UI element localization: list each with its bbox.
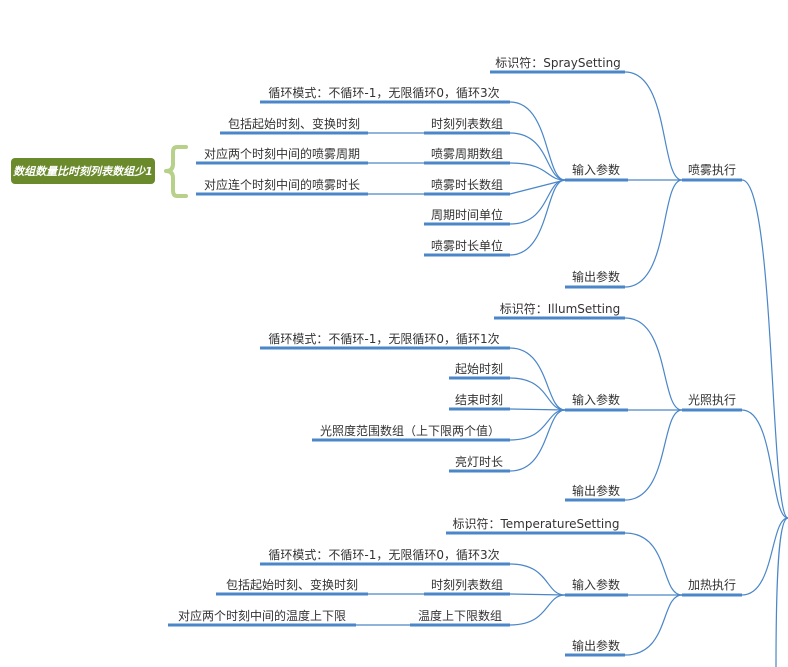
- spray-duration-desc: 对应连个时刻中间的喷雾时长: [204, 177, 360, 192]
- spray-duration-unit: 喷雾时长单位: [431, 238, 503, 253]
- connectors: [356, 71, 788, 667]
- illum-light-duration: 亮灯时长: [455, 454, 503, 469]
- illum-title: 光照执行: [688, 393, 736, 407]
- spray-identifier: 标识符：SpraySetting: [495, 55, 621, 70]
- heat-temp-desc-node[interactable]: 对应两个时刻中间的温度上下限: [168, 608, 356, 627]
- summary-note[interactable]: 数组数量比时刻列表数组少1: [11, 158, 155, 184]
- heat-temp-desc: 对应两个时刻中间的温度上下限: [178, 608, 346, 623]
- heat-time-list-node[interactable]: 时刻列表数组: [424, 577, 510, 596]
- spray-time-list-node[interactable]: 时刻列表数组: [424, 116, 510, 135]
- illum-identifier: 标识符：IllumSetting: [500, 301, 620, 316]
- illum-identifier-node[interactable]: 标识符：IllumSetting: [494, 301, 625, 320]
- heat-output-node[interactable]: 输出参数: [565, 638, 625, 657]
- spray-period-desc: 对应两个时刻中间的喷雾周期: [204, 146, 360, 161]
- heat-loop-mode-node[interactable]: 循环模式：不循环-1，无限循环0，循环3次: [260, 548, 510, 566]
- spray-duration-desc-node[interactable]: 对应连个时刻中间的喷雾时长: [196, 177, 368, 196]
- spray-period-array-node[interactable]: 喷雾周期数组: [424, 146, 510, 165]
- illum-start-time: 起始时刻: [455, 362, 503, 376]
- heat-time-list-desc: 包括起始时刻、变换时刻: [226, 577, 358, 592]
- spray-time-list-desc: 包括起始时刻、变换时刻: [228, 116, 360, 131]
- spray-branch: 喷雾执行 标识符：SpraySetting 输入参数 输出参数 循环模式：不循环…: [11, 55, 742, 289]
- spray-loop-mode: 循环模式：不循环-1，无限循环0，循环3次: [268, 86, 499, 100]
- spray-title-node[interactable]: 喷雾执行: [682, 163, 742, 182]
- heat-output: 输出参数: [572, 638, 620, 653]
- illum-input-node[interactable]: 输入参数: [565, 392, 628, 412]
- illum-end-time: 结束时刻: [455, 393, 503, 407]
- spray-output-node[interactable]: 输出参数: [565, 269, 625, 289]
- spray-input-node[interactable]: 输入参数: [565, 162, 628, 182]
- spray-duration-array: 喷雾时长数组: [431, 177, 503, 192]
- spray-period-desc-node[interactable]: 对应两个时刻中间的喷雾周期: [196, 146, 368, 165]
- spray-time-list-desc-node[interactable]: 包括起始时刻、变换时刻: [220, 116, 368, 135]
- spray-input: 输入参数: [572, 162, 620, 177]
- illum-output: 输出参数: [572, 483, 620, 498]
- heat-input: 输入参数: [572, 577, 620, 592]
- spray-period-unit: 周期时间单位: [431, 207, 503, 222]
- heat-title-node[interactable]: 加热执行: [682, 578, 742, 597]
- spray-duration-unit-node[interactable]: 喷雾时长单位: [424, 238, 510, 257]
- illum-range-array-node[interactable]: 光照度范围数组（上下限两个值）: [312, 423, 510, 442]
- summary-brace: [164, 145, 188, 198]
- illum-branch: 光照执行 标识符：IllumSetting 输入参数 输出参数 循环模式：不循环…: [260, 301, 742, 502]
- spray-output: 输出参数: [572, 269, 620, 284]
- illum-output-node[interactable]: 输出参数: [565, 483, 625, 502]
- heat-time-list-desc-node[interactable]: 包括起始时刻、变换时刻: [216, 577, 368, 596]
- heat-time-list: 时刻列表数组: [431, 577, 503, 592]
- summary-note-box: [11, 158, 155, 184]
- spray-period-array: 喷雾周期数组: [431, 146, 503, 161]
- heat-branch: 加热执行 标识符：TemperatureSetting 输入参数 输出参数 循环…: [168, 516, 742, 657]
- heat-temp-array: 温度上下限数组: [418, 608, 502, 623]
- spray-title: 喷雾执行: [688, 163, 736, 177]
- illum-light-duration-node[interactable]: 亮灯时长: [449, 454, 510, 473]
- illum-loop-mode: 循环模式：不循环-1，无限循环0，循环1次: [268, 332, 499, 346]
- heat-identifier-node[interactable]: 标识符：TemperatureSetting: [446, 516, 625, 535]
- illum-title-node[interactable]: 光照执行: [682, 393, 742, 412]
- illum-range-array: 光照度范围数组（上下限两个值）: [320, 423, 500, 438]
- spray-identifier-node[interactable]: 标识符：SpraySetting: [490, 55, 625, 74]
- spray-loop-mode-node[interactable]: 循环模式：不循环-1，无限循环0，循环3次: [260, 86, 510, 104]
- illum-start-time-node[interactable]: 起始时刻: [449, 362, 510, 380]
- heat-title: 加热执行: [688, 578, 736, 592]
- illum-loop-mode-node[interactable]: 循环模式：不循环-1，无限循环0，循环1次: [260, 332, 510, 350]
- summary-note-text: 数组数量比时刻列表数组少1: [13, 165, 153, 178]
- heat-input-node[interactable]: 输入参数: [565, 577, 628, 597]
- illum-input: 输入参数: [572, 392, 620, 407]
- heat-identifier: 标识符：TemperatureSetting: [453, 516, 620, 531]
- spray-time-list: 时刻列表数组: [431, 116, 503, 131]
- heat-temp-array-node[interactable]: 温度上下限数组: [410, 608, 510, 627]
- illum-end-time-node[interactable]: 结束时刻: [449, 393, 510, 411]
- spray-duration-array-node[interactable]: 喷雾时长数组: [424, 177, 510, 196]
- spray-period-unit-node[interactable]: 周期时间单位: [424, 207, 510, 226]
- heat-loop-mode: 循环模式：不循环-1，无限循环0，循环3次: [268, 548, 499, 562]
